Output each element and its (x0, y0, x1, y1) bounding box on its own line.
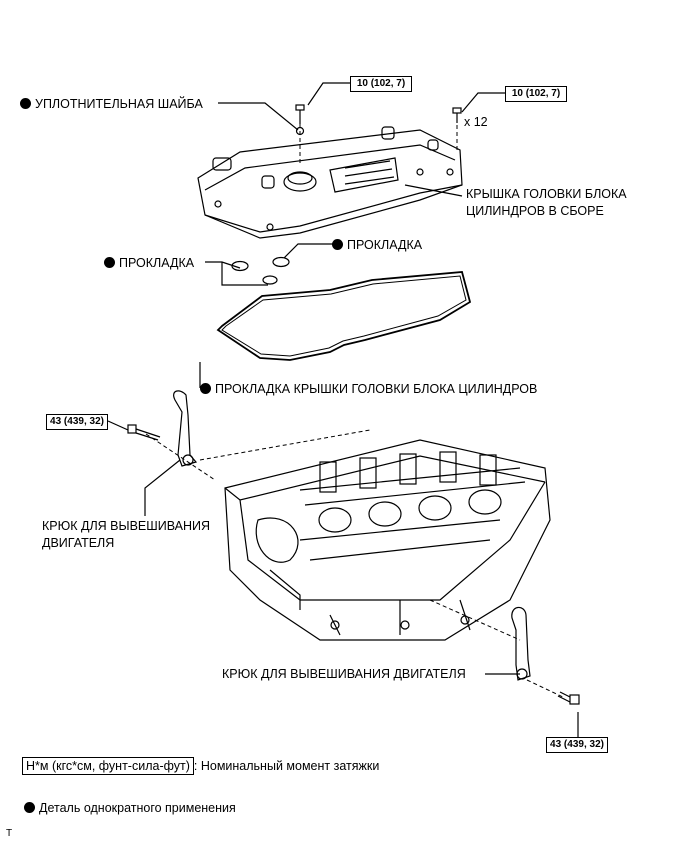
non-reusable-dot-icon (332, 239, 343, 250)
corner-mark: T (6, 828, 13, 839)
label-seal-washer: УПЛОТНИТЕЛЬНАЯ ШАЙБА (20, 96, 203, 112)
torque-box-bolt-1: 10 (102, 7) (350, 76, 412, 92)
hook-bolt-upper (127, 424, 161, 441)
label-cover-line2: ЦИЛИНДРОВ В СБОРЕ (466, 204, 604, 218)
label-cover-line1: КРЫШКА ГОЛОВКИ БЛОКА (466, 187, 627, 201)
legend-torque: Н*м (кгс*см, фунт-сила-фут): Номинальный… (22, 757, 379, 775)
engine-hook-lower (511, 606, 531, 681)
label-gasket-right: ПРОКЛАДКА (332, 237, 422, 253)
label-gasket-left: ПРОКЛАДКА (104, 255, 194, 271)
torque-box-bolt-2: 10 (102, 7) (505, 86, 567, 102)
bolt-2 (452, 107, 462, 123)
leader-gasket-left-b (221, 262, 268, 286)
cover-gasket-shape (216, 271, 472, 361)
leader-seal-washer (218, 102, 299, 131)
torque-box-hook-lower: 43 (439, 32) (546, 737, 608, 753)
label-cover-gasket: ПРОКЛАДКА КРЫШКИ ГОЛОВКИ БЛОКА ЦИЛИНДРОВ (200, 381, 537, 397)
legend-torque-desc: : Номинальный момент затяжки (193, 759, 380, 773)
torque-box-hook-upper: 43 (439, 32) (46, 414, 108, 430)
cylinder-head (224, 439, 551, 641)
label-hook-upper-line1: КРЮК ДЛЯ ВЫВЕШИВАНИЯ (42, 519, 210, 533)
leader-bolt-torque-2 (461, 92, 506, 113)
small-gasket-right (272, 256, 290, 268)
legend-torque-units: Н*м (кгс*см, фунт-сила-фут) (22, 757, 194, 775)
legend-non-reusable: Деталь однократного применения (24, 800, 236, 816)
hook-bolt-lower (557, 691, 580, 705)
small-gasket-left (231, 260, 278, 285)
non-reusable-dot-icon (104, 257, 115, 268)
non-reusable-dot-icon (24, 802, 35, 813)
non-reusable-dot-icon (200, 383, 211, 394)
label-hook-upper-line2: ДВИГАТЕЛЯ (42, 536, 115, 550)
cylinder-head-cover (197, 126, 463, 239)
bolt-1 (295, 104, 305, 136)
leader-bolt-torque-1 (307, 82, 352, 106)
label-hook-lower: КРЮК ДЛЯ ВЫВЕШИВАНИЯ ДВИГАТЕЛЯ (222, 667, 466, 681)
leader-hook-bolt-upper (107, 420, 129, 431)
label-quantity: x 12 (464, 115, 488, 129)
leader-hook-upper (144, 459, 181, 516)
leader-gasket-right (283, 243, 340, 259)
non-reusable-dot-icon (20, 98, 31, 109)
engine-hook-upper (173, 390, 198, 467)
